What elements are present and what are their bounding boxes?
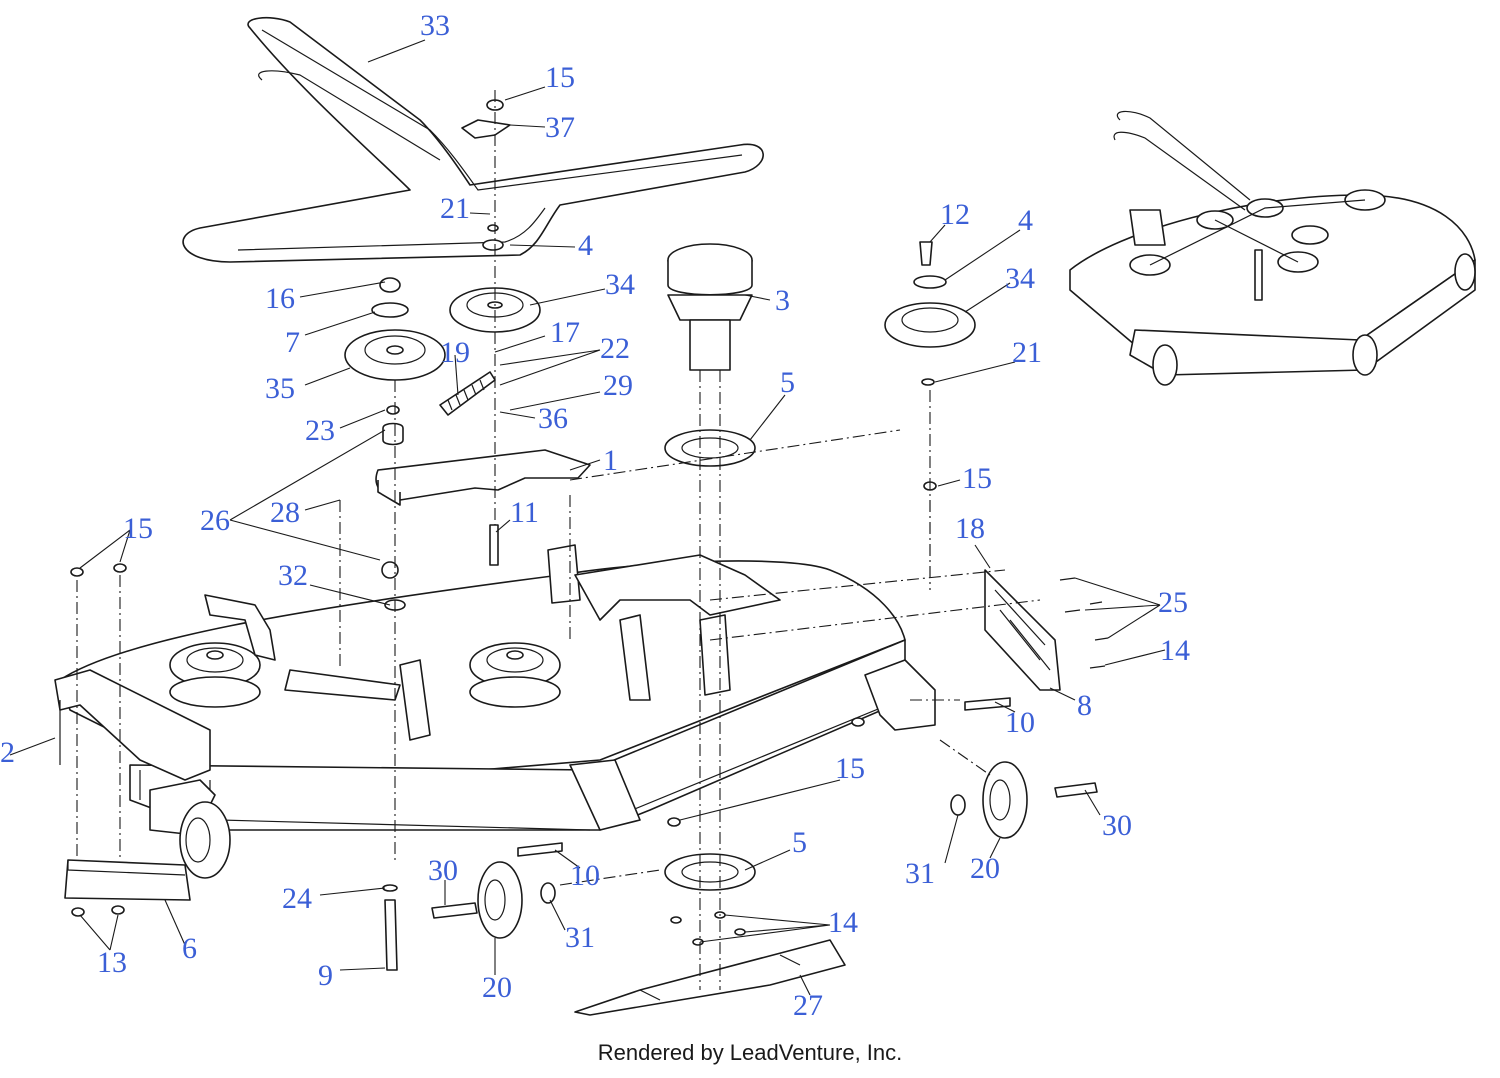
callout-11: 11 — [510, 496, 539, 529]
callout-15: 15 — [962, 462, 992, 495]
leader-lines — [9, 39, 1166, 996]
callout-10: 10 — [1005, 706, 1035, 739]
callout-37: 37 — [545, 111, 575, 144]
callout-14: 14 — [1160, 634, 1190, 667]
deck-rear-bracket-right — [569, 659, 936, 831]
gauge-wheel-center — [431, 861, 556, 939]
callout-6: 6 — [182, 932, 197, 965]
callout-25: 25 — [1158, 586, 1188, 619]
callout-24: 24 — [282, 882, 312, 915]
deck-pulley-center — [469, 642, 561, 708]
callout-9: 9 — [318, 959, 333, 992]
callout-5: 5 — [780, 366, 795, 399]
alignment-lines — [76, 90, 1041, 990]
callout-21: 21 — [440, 192, 470, 225]
callout-34: 34 — [1005, 262, 1035, 295]
callout-21: 21 — [1012, 336, 1042, 369]
callout-20: 20 — [482, 971, 512, 1004]
assembled-deck-thumbnail — [1069, 110, 1476, 386]
callout-8: 8 — [1077, 689, 1092, 722]
callout-12: 12 — [940, 198, 970, 231]
callout-32: 32 — [278, 559, 308, 592]
callout-4: 4 — [578, 229, 593, 262]
callout-18: 18 — [955, 512, 985, 545]
idler-spring — [439, 371, 496, 416]
bearing-plate-lower — [664, 853, 756, 946]
callout-34: 34 — [605, 268, 635, 301]
callout-31: 31 — [905, 857, 935, 890]
callout-4: 4 — [1018, 204, 1033, 237]
callout-3: 3 — [775, 284, 790, 317]
anti-scalp-bracket — [984, 569, 1061, 691]
render-credit: Rendered by LeadVenture, Inc. — [597, 1040, 903, 1065]
spindle-assembly — [664, 243, 756, 467]
idler-pulley-right — [884, 241, 976, 386]
deck-front-frame-left — [54, 669, 211, 781]
callout-15: 15 — [835, 752, 865, 785]
callout-19: 19 — [440, 336, 470, 369]
deck-pulley-left — [169, 642, 261, 708]
callout-36: 36 — [538, 402, 568, 435]
callout-29: 29 — [603, 369, 633, 402]
callout-27: 27 — [793, 989, 823, 1022]
callout-26: 26 — [200, 504, 230, 537]
callout-7: 7 — [285, 326, 300, 359]
callout-20: 20 — [970, 852, 1000, 885]
callout-10: 10 — [570, 859, 600, 892]
drive-belt — [182, 16, 764, 263]
callout-23: 23 — [305, 414, 335, 447]
callout-14: 14 — [828, 906, 858, 939]
deck-brackets — [204, 544, 781, 741]
idler-arm-bracket — [375, 449, 591, 506]
guard-plate — [64, 859, 191, 901]
callout-22: 22 — [600, 332, 630, 365]
caster-wheel-left — [149, 779, 231, 879]
callout-28: 28 — [270, 496, 300, 529]
callout-15: 15 — [545, 61, 575, 94]
callout-31: 31 — [565, 921, 595, 954]
callout-30: 30 — [428, 854, 458, 887]
callout-35: 35 — [265, 372, 295, 405]
callout-1: 1 — [603, 444, 618, 477]
callout-16: 16 — [265, 282, 295, 315]
mower-blade — [574, 939, 846, 1016]
callout-labels: 33 15 37 21 4 16 7 34 3 12 4 34 17 22 19… — [0, 9, 1190, 1022]
callout-13: 13 — [97, 946, 127, 979]
callout-5: 5 — [792, 826, 807, 859]
callout-33: 33 — [420, 9, 450, 42]
idler-pulley-stack — [344, 277, 446, 446]
callout-2: 2 — [0, 736, 15, 769]
callout-15: 15 — [123, 512, 153, 545]
callout-17: 17 — [550, 316, 580, 349]
callout-30: 30 — [1102, 809, 1132, 842]
gauge-wheel-right — [950, 761, 1098, 839]
